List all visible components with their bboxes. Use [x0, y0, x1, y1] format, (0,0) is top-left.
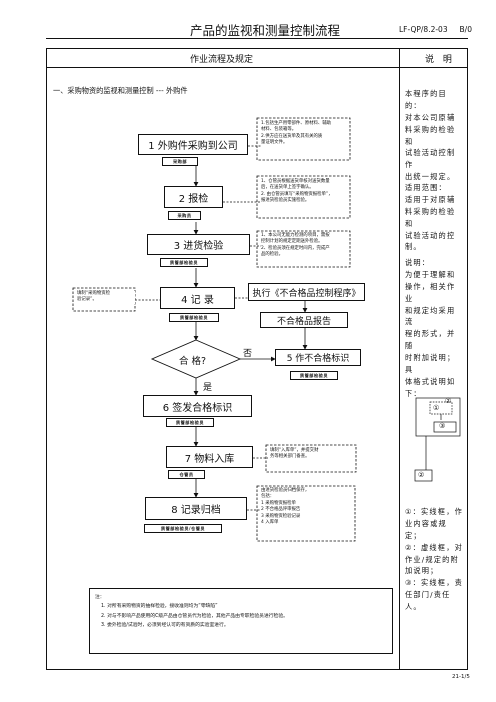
sidebar-line: 作业/规定的附 [405, 554, 459, 564]
sidebar-line: 适用范围： [405, 183, 447, 192]
note-line: 3 采购物资检验记录 [261, 513, 301, 519]
decision-no: 否 [243, 349, 253, 359]
step4-responsible: 质管部检验员 [169, 313, 219, 322]
note-step7: 填制“入库单”，并提交财 务等相关部门备查。 [270, 448, 355, 461]
footer-note-box: 注： 1. 对所有采购物资的抽样检验，接收准则均为“零缺陷” 2. 对与不影响产… [89, 588, 393, 654]
page-number: 21-1/5 [452, 674, 470, 680]
step7-responsible: 仓管员 [168, 470, 205, 479]
sidebar-scope: 适用范围： 适用于对原辅 料采购的检验和 试验活动的控制。 [405, 182, 463, 253]
note-step1: 1.包括生产用零部件、原材料、辅助 材料、包装箱等。 2.供方应在送货单及其有关… [261, 121, 349, 147]
legend-mark-1: ① [433, 404, 440, 412]
note-line: 控制计划的规定定期送外检验。 [261, 239, 323, 245]
sidebar-purpose: 本程序的目的： 对本公司原辅 料采购的检验和 试验活动控制作 出统一规定。 [405, 88, 463, 183]
sidebar-line: ①：实线框，作 [405, 507, 463, 516]
step1-box: 1 外购件采购到公司 [138, 134, 248, 155]
note-line: 2、检验员须在规定时间内，完成产 [261, 245, 330, 251]
sidebar-legend-text: ①：实线框，作 业内容或规定； ②：虚线框，对 作业/规定的附 加说明； ③：实… [405, 506, 463, 613]
legend-mark-2-bottom: ② [418, 471, 425, 479]
step7-box: 7 物料入库 [166, 446, 253, 468]
document-code: LF-QP/8.2-03 B/0 [399, 25, 472, 34]
note-line: 填制“采购物资检 [77, 291, 111, 296]
step1-responsible: 采购部 [162, 157, 198, 166]
note-line: 2.供方应在送货单及其有关的质 [261, 133, 323, 139]
footer-note-label: 注： [95, 595, 105, 600]
decision-label: 合 格? [179, 356, 207, 367]
note-line: 包括： [261, 494, 275, 500]
sidebar-line: 加说明； [405, 566, 439, 576]
step3-responsible: 质管部检验员 [160, 258, 208, 267]
step5-box: 5 作不合格标识 [275, 349, 361, 366]
sidebar-line: 说明： [405, 258, 431, 267]
note-line: 2. 由仓管员填写“采购物资报检单”， [261, 191, 333, 197]
column-header-flow: 作业流程及规定 [190, 55, 254, 65]
header-row-divider [46, 67, 468, 68]
sidebar-line: 和规定均采用流 [405, 305, 456, 327]
sidebar-line: 下： [405, 388, 422, 398]
sidebar-line: 本程序的目的： [405, 89, 447, 110]
legend-mark-3: ③ [439, 422, 446, 430]
note-line: 填制“入库单”，并提交财 [270, 448, 319, 453]
sidebar-line: 适用于对原辅 [405, 194, 456, 204]
note-step4: 填制“采购物资检 验记录”。 [77, 291, 135, 304]
sidebar-explain: 说明： 为便于理解和 操作，相关作业 和规定均采用流 程的形式，并随 时附加说明… [405, 257, 463, 400]
sidebar-line: 操作，相关作业 [405, 281, 456, 303]
column-header-explain: 说 明 [425, 55, 455, 65]
sidebar-line: 试验活动的控制。 [405, 230, 456, 252]
note-step2: 1、仓管员根据送货单核对送货数量 后，在送货单上签字确认。 2. 由仓管员填写“… [261, 179, 349, 205]
column-divider [399, 48, 400, 670]
note-line: 2 不合格品评审报告 [261, 507, 301, 513]
note-line: 报进货检验员实施检验。 [261, 198, 310, 204]
table-frame [46, 48, 468, 670]
sidebar-line: 对本公司原辅 [405, 112, 456, 122]
note-step3: 1、本公司无能力检测的项目，需按 控制计划的规定定期送外检验。 2、检验员须在规… [261, 233, 349, 259]
sidebar-line: 体格式说明如 [405, 376, 456, 386]
footer-note-line: 2. 对与不影响产品使用的C级产品由仓管员代为检验，其他产品由专职检验员进行检验… [101, 613, 288, 619]
footer-note-line: 1. 对所有采购物资的抽样检验，接收准则均为“零缺陷” [101, 604, 218, 610]
step6-box: 6 签发合格标识 [143, 395, 252, 417]
step4-box: 4 记 录 [160, 287, 235, 309]
note-line: 1.包括生产用零部件、原材料、辅助 [261, 121, 332, 126]
step8-responsible: 质管部检验员/仓管员 [144, 524, 222, 533]
note-line: 1、本公司无能力检测的项目，需按 [261, 233, 330, 238]
nonconforming-report-box: 不合格品报告 [260, 312, 348, 328]
note-line: 验记录”。 [77, 297, 97, 303]
sidebar-line: 出统一规定。 [405, 172, 456, 182]
sidebar-line: 料采购的检验和 [405, 124, 456, 146]
note-line: 4 入库单 [261, 519, 279, 525]
step3-box: 3 进货检验 [147, 234, 250, 255]
step2-responsible: 采购员 [168, 211, 201, 220]
note-line: 1 采购物资报检单 [261, 500, 296, 506]
step5-responsible: 质管部检验员 [290, 371, 338, 380]
sidebar-line: ②：虚线框，对 [405, 542, 463, 552]
sidebar-line: ③：实线框，责 [405, 578, 463, 588]
sidebar-line: 程的形式，并随 [405, 329, 456, 351]
note-line: 1、仓管员根据送货单核对送货数量 [261, 179, 330, 184]
note-line: 材料、包装箱等。 [261, 127, 297, 133]
note-line: 由进货检验员归档保存， [261, 488, 310, 493]
step8-box: 8 记录归档 [145, 497, 247, 520]
sidebar-line: 为便于理解和 [405, 269, 456, 279]
document-title: 产品的监视和测量控制流程 [190, 23, 341, 38]
exec-procedure-box: 执行《不合格品控制程序》 [248, 283, 365, 301]
section-title: 一、采购物资的监视和测量控制 --- 外购件 [53, 86, 188, 95]
sidebar-line: 任部门/责任人。 [405, 590, 451, 611]
note-line: 量证明文件。 [261, 140, 288, 146]
step2-box: 2 报检 [164, 186, 223, 208]
doc-code: LF-QP/8.2-03 [399, 25, 448, 34]
doc-version: B/0 [459, 25, 472, 34]
header-rule [46, 38, 468, 39]
legend-mark-2-top: ② [445, 397, 452, 405]
footer-note-line: 3. 委外检验/试验时，必须到经认可的有资质的实验室进行。 [101, 623, 229, 629]
sidebar-line: 业内容或规定； [405, 518, 447, 540]
sidebar-line: 时附加说明；具 [405, 353, 456, 374]
step6-responsible: 质管部检验员 [166, 418, 214, 427]
note-step8: 由进货检验员归档保存， 包括： 1 采购物资报检单 2 不合格品评审报告 3 采… [261, 488, 354, 527]
note-line: 后，在送货单上签字确认。 [261, 185, 314, 191]
decision-yes: 是 [203, 383, 213, 393]
sidebar-line: 试验活动控制作 [405, 148, 456, 170]
note-line: 务等相关部门备查。 [270, 454, 310, 460]
sidebar-line: 料采购的检验和 [405, 206, 456, 228]
note-line: 品的检验。 [261, 252, 283, 258]
